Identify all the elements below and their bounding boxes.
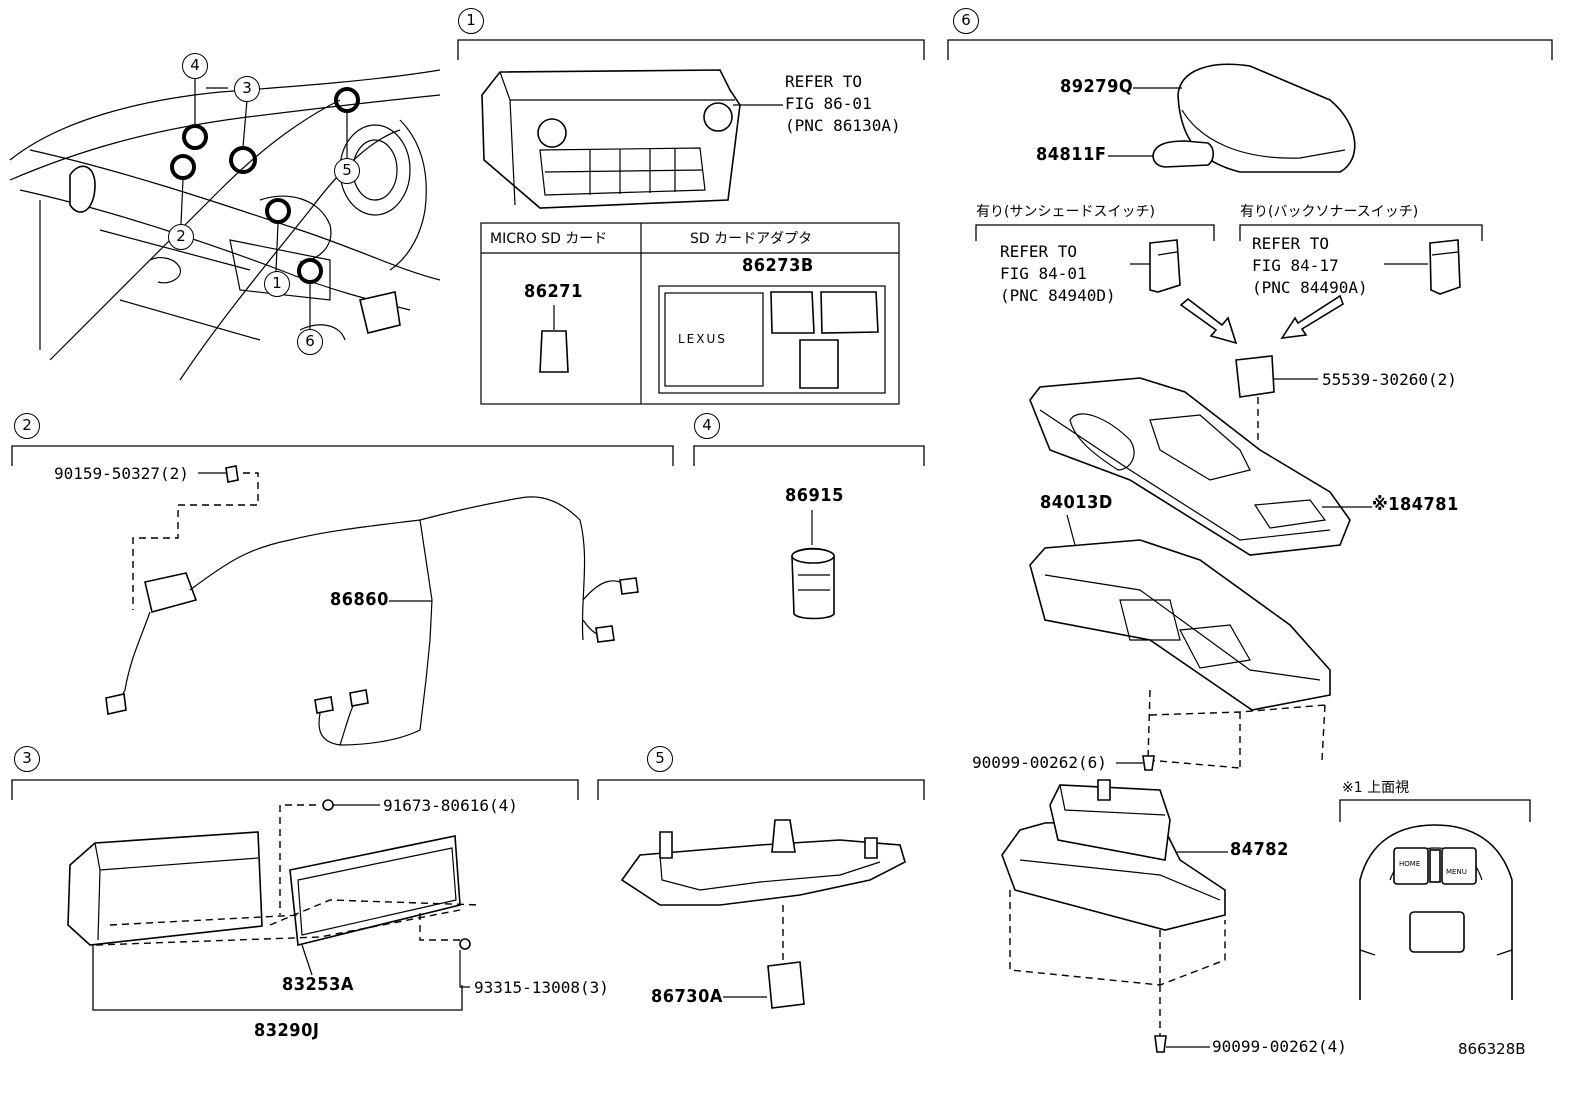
section-number: 4: [694, 413, 720, 439]
section-number: 6: [953, 8, 979, 34]
part-number-controller: 84782: [1230, 839, 1289, 860]
top-view-button-label: HOME: [1399, 860, 1421, 868]
part-number-bracket: 84013D: [1040, 492, 1113, 513]
caption-top-view: ※1 上面視: [1342, 780, 1410, 796]
part-number-sd-adapter: 86273B: [742, 255, 814, 276]
caption-backsonar: 有り(バックソナースイッチ): [1240, 204, 1419, 220]
part-number-86730a: 86730A: [651, 986, 723, 1007]
section-number: 2: [14, 413, 40, 439]
refer-line: REFER TO: [1000, 242, 1078, 261]
top-view-button-label: MENU: [1446, 868, 1467, 876]
section5-drawing: [597, 779, 925, 1009]
refer-line: FIG 86-01: [785, 94, 872, 113]
section-number: 1: [458, 8, 484, 34]
section-number: 5: [647, 746, 673, 772]
overview-callout: 5: [334, 158, 360, 184]
part-number-bolt: 90159-50327(2): [54, 464, 189, 483]
part-number-harness: 86860: [330, 589, 389, 610]
refer-line: (PNC 84940D): [1000, 286, 1116, 305]
refer-line: FIG 84-01: [1000, 264, 1087, 283]
refer-line: FIG 84-17: [1252, 256, 1339, 275]
section3-drawing: [11, 779, 579, 1011]
part-number-panel: 83253A: [282, 974, 354, 995]
overview-callout: 4: [182, 53, 208, 79]
table-header-sd-adapter: SD カードアダプタ: [690, 231, 813, 247]
part-number-screw: 91673-80616(4): [383, 796, 518, 815]
part-number-screw: 90099-00262(6): [972, 753, 1107, 772]
part-number-console-panel: ※184781: [1372, 494, 1459, 515]
part-number-screw: 90099-00262(4): [1212, 1037, 1347, 1056]
dashboard-overview-drawing: [9, 69, 441, 381]
refer-line: (PNC 84490A): [1252, 278, 1368, 297]
section6-drawing: [947, 39, 1553, 1053]
table-header-microsd: MICRO SD カード: [490, 231, 608, 247]
refer-line: REFER TO: [1252, 234, 1330, 253]
part-number-assembly: 83290J: [254, 1020, 320, 1041]
figure-id: 866328B: [1458, 1040, 1526, 1058]
part-number-microsd: 86271: [524, 281, 583, 302]
caption-sunshade: 有り(サンシェードスイッチ): [976, 204, 1155, 220]
overview-callout: 6: [297, 329, 323, 355]
part-number-switch: 55539-30260(2): [1322, 370, 1457, 389]
overview-callout: 2: [168, 224, 194, 250]
part-number-86915: 86915: [785, 485, 844, 506]
overview-callout: 3: [234, 76, 260, 102]
section2-drawing: [11, 445, 674, 746]
lexus-logo: LEXUS: [678, 332, 727, 346]
part-number-pad: 84811F: [1036, 144, 1107, 165]
part-number-screw: 93315-13008(3): [474, 978, 609, 997]
refer-line: REFER TO: [785, 72, 863, 91]
refer-line: (PNC 86130A): [785, 116, 901, 135]
section-number: 3: [14, 746, 40, 772]
overview-callout: 1: [264, 271, 290, 297]
part-number-armrest: 89279Q: [1060, 76, 1134, 97]
section1-drawing: [457, 39, 925, 405]
section4-drawing: [693, 445, 925, 620]
